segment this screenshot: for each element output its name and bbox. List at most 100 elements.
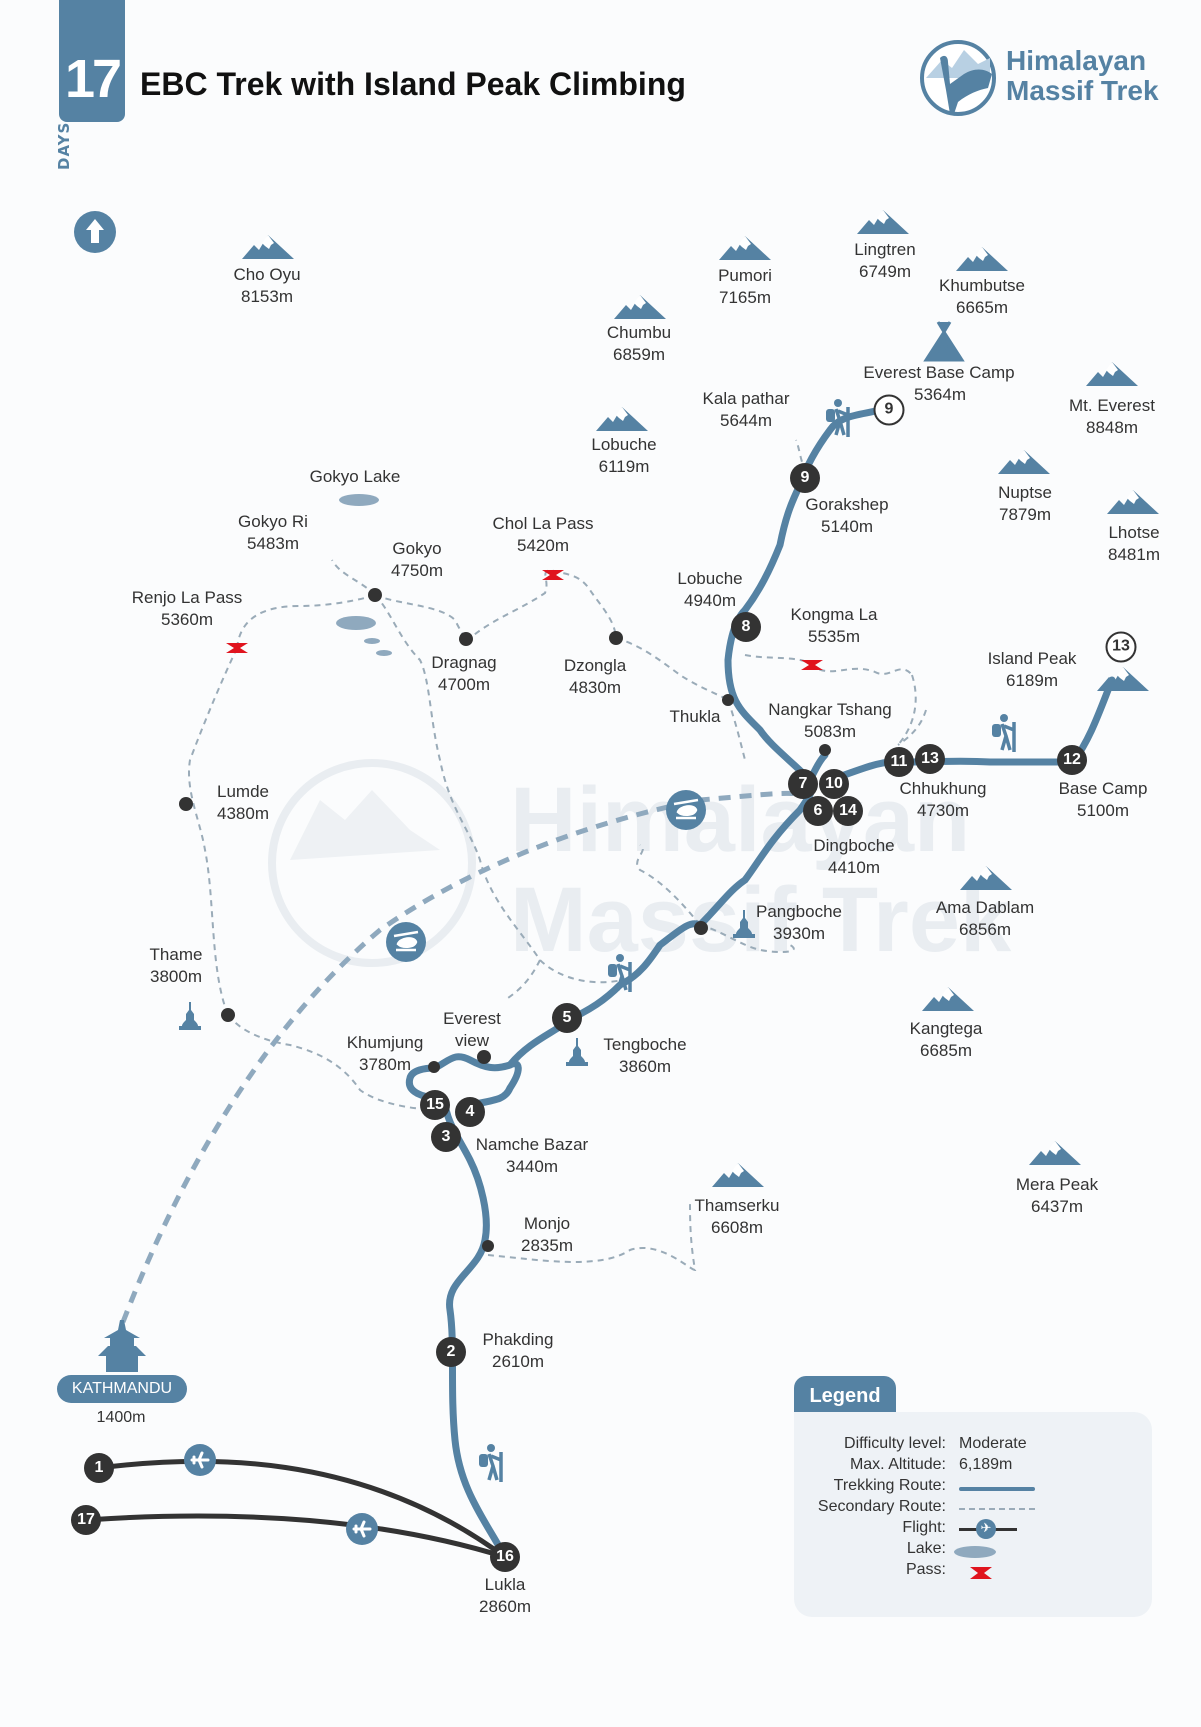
day-marker[interactable]: 2 <box>436 1337 466 1367</box>
day-marker[interactable]: 4 <box>455 1097 485 1127</box>
day-marker[interactable]: 10 <box>819 769 849 799</box>
mountain-icon <box>719 236 771 260</box>
flight-route <box>85 1458 507 1560</box>
day-marker[interactable]: 12 <box>1057 745 1087 775</box>
legend-difficulty-value: Moderate <box>959 1435 1027 1452</box>
hiker-icon <box>477 1442 503 1484</box>
legend-altitude-label: Max. Altitude: <box>849 1456 946 1473</box>
pagoda-icon <box>98 1320 146 1372</box>
legend-title: Legend <box>794 1376 896 1414</box>
brand-logo-icon <box>918 38 998 122</box>
day-marker[interactable]: 11 <box>884 747 914 777</box>
legend-secondary-line <box>959 1508 1035 1510</box>
days-number: 17 <box>64 49 122 109</box>
legend-trekking-label: Trekking Route: <box>833 1477 946 1494</box>
hiker-icon <box>990 712 1016 754</box>
day-marker[interactable]: 1 <box>84 1453 114 1483</box>
lake-icon <box>954 1546 996 1558</box>
legend-panel: Difficulty level: Moderate Max. Altitude… <box>794 1412 1152 1617</box>
place-label: 5364m <box>914 385 966 404</box>
place-label: Gokyo Lake <box>309 467 401 486</box>
place-label: Everest Base Camp <box>863 363 1015 382</box>
mountain-icon <box>956 247 1008 271</box>
lake-icon <box>336 616 376 630</box>
mountain-icon <box>1107 490 1159 514</box>
day-marker[interactable]: 17 <box>71 1505 101 1535</box>
north-arrow-icon <box>74 211 116 253</box>
stupa-icon <box>733 910 755 938</box>
day-marker[interactable]: 16 <box>490 1542 520 1572</box>
day-marker[interactable]: 14 <box>833 796 863 826</box>
day-marker[interactable]: 6 <box>803 796 833 826</box>
plane-icon <box>184 1444 216 1476</box>
mountain-icon <box>857 210 909 234</box>
mountain-icon <box>596 407 648 431</box>
lake-icon <box>376 650 392 656</box>
day-marker[interactable]: 15 <box>420 1090 450 1120</box>
mountain-icon <box>1086 362 1138 386</box>
mountain-icon <box>1029 1141 1081 1165</box>
helicopter-icon <box>664 788 708 832</box>
day-marker[interactable]: 3 <box>431 1122 461 1152</box>
brand-name: Himalayan Massif Trek <box>1006 45 1159 106</box>
stupa-icon <box>179 1002 201 1030</box>
day-marker[interactable]: 7 <box>788 769 818 799</box>
place-label: 1400m <box>96 1409 146 1426</box>
mountain-icon <box>614 295 666 319</box>
page-title: EBC Trek with Island Peak Climbing <box>140 66 686 102</box>
legend-difficulty-label: Difficulty level: <box>844 1435 946 1452</box>
day-marker[interactable]: 13 <box>915 744 945 774</box>
pass-icon <box>801 660 823 670</box>
mountain-icon <box>242 235 294 259</box>
plane-icon: ✈ <box>976 1519 996 1539</box>
tent-icon <box>923 321 965 362</box>
mountain-icon <box>960 866 1012 890</box>
pass-icon <box>970 1567 992 1579</box>
mountain-icon <box>998 450 1050 474</box>
legend-lake-label: Lake: <box>906 1540 946 1557</box>
legend-altitude-value: 6,189m <box>959 1456 1013 1473</box>
place-label: Thukla <box>669 707 721 726</box>
stupa-icon <box>566 1038 588 1066</box>
trekking-route <box>405 406 1116 1561</box>
day-marker-outline[interactable]: 9 <box>873 394 905 426</box>
day-marker[interactable]: 8 <box>731 612 761 642</box>
pass-icon <box>226 643 248 653</box>
day-marker-outline[interactable]: 13 <box>1105 631 1137 663</box>
plane-icon <box>346 1513 378 1545</box>
day-marker[interactable]: 9 <box>790 463 820 493</box>
island-peak-mountain-icon <box>1097 667 1149 691</box>
day-marker[interactable]: 5 <box>552 1003 582 1033</box>
helicopter-route <box>120 790 801 1323</box>
mountain-icon <box>922 987 974 1011</box>
legend-pass-label: Pass: <box>905 1561 946 1578</box>
